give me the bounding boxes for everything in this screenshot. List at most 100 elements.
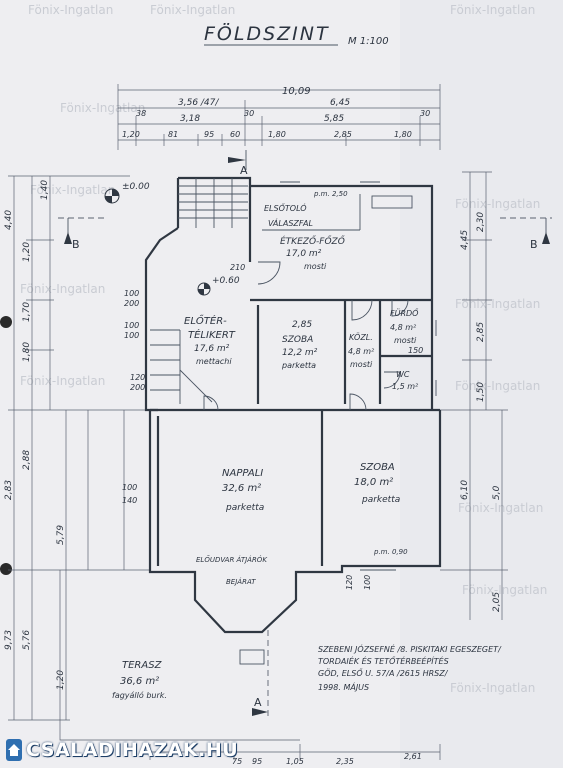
binder-hole-bottom (0, 563, 12, 575)
dim-top-row4-5: 1,80 (268, 130, 286, 139)
bottom-dimensions (149, 744, 441, 760)
room-nappali-area: 32,6 m² (222, 483, 261, 494)
room-szoba1-floor: parketta (281, 361, 316, 370)
room-szoba2-floor: parketta (361, 495, 400, 505)
room-szoba1-name: SZOBA (282, 335, 313, 345)
watermark-10: Fönix-Ingatlan (455, 379, 540, 393)
dim-top-row4-3: 95 (204, 130, 214, 139)
dim-top-small-3: 30 (420, 109, 430, 118)
top-dimensions (117, 84, 441, 150)
watermark-8: Fönix-Ingatlan (455, 297, 540, 311)
dim-bottom-5: 2,61 (404, 752, 422, 761)
dim-right-3: 2,85 (476, 322, 486, 342)
dim-inner-3: 100 (124, 321, 139, 330)
dim-inner-10: 150 (408, 346, 423, 355)
dim-top-row2-a: 3,56 /47/ (178, 98, 219, 108)
dim-left-6: 1,70 (22, 302, 32, 322)
plan-title: FÖLDSZINT (204, 22, 330, 45)
dim-left-9: 1,40 (40, 180, 50, 200)
room-szoba2-area: 18,0 m² (354, 477, 393, 488)
room-wc-name: WC (396, 370, 410, 379)
watermark-12: Fönix-Ingatlan (462, 583, 547, 597)
watermark-1: Fönix-Ingatlan (28, 3, 113, 17)
dim-inner-1: 100 (124, 289, 139, 298)
dim-top-row4-4: 60 (230, 130, 240, 139)
section-a-top-marker (228, 150, 247, 170)
building-walls (144, 176, 442, 634)
level-marker-top (104, 188, 120, 204)
dim-inner-11: 120 (345, 575, 354, 590)
dim-right-6: 5,0 (492, 485, 502, 500)
note-line-2: TORDAIÉK ÉS TETŐTÉRBEÉPÍTÉS (318, 655, 449, 666)
room-terasz-name: TERASZ (122, 660, 163, 671)
dim-left-3: 2,83 (4, 480, 14, 500)
watermark-11: Fönix-Ingatlan (458, 501, 543, 515)
dim-right-1: 4,45 (460, 230, 470, 250)
kitchen-counter (262, 194, 413, 231)
section-b-right-marker (500, 217, 552, 244)
section-a-bottom-marker (252, 630, 269, 718)
dim-inner-4: 100 (124, 331, 139, 340)
brand-logo: CSALADIHAZAK.HU (0, 735, 238, 765)
level-entrance-text: +0.60 (212, 276, 240, 286)
room-kozl-name: KÖZL. (349, 332, 373, 342)
label-elsotolo: ELSŐTOLÓ (264, 202, 307, 213)
section-b-left-marker (58, 217, 104, 244)
room-furdo-floor: mosti (394, 336, 417, 345)
left-dimensions (8, 175, 150, 721)
room-terasz-floor: fagyálló burk. (112, 690, 167, 700)
room-etkezo-area: 17,0 m² (286, 249, 322, 259)
dim-top-row3-b: 5,85 (324, 114, 344, 124)
label-pm-1: p.m. 2,50 (313, 190, 348, 198)
dim-top-row3-a: 3,18 (180, 114, 200, 124)
note-line-1: SZEBENI JÓZSEFNÉ /8. PISKITAKI EGESZEGET… (318, 643, 502, 654)
dim-top-small-2: 30 (244, 109, 254, 118)
dim-inner-5: 120 (130, 373, 145, 382)
watermark-6: Fönix-Ingatlan (455, 197, 540, 211)
dim-top-row4-2: 81 (168, 130, 178, 139)
room-szoba2-name: SZOBA (360, 462, 395, 473)
watermark-7: Fönix-Ingatlan (20, 282, 105, 296)
dim-top-row4-7: 1,80 (394, 130, 412, 139)
interior-stairs (150, 329, 213, 404)
dim-top-row4-1: 1,20 (122, 130, 140, 139)
dim-left-11: 1,20 (56, 670, 66, 690)
dim-right-7: 2,05 (492, 592, 502, 612)
room-kozl-floor: mosti (350, 360, 373, 369)
label-eloudvar: ELŐUDVAR ÁTJÁRÓK (196, 555, 268, 564)
dim-left-4: 2,88 (22, 450, 32, 470)
binder-hole-top (0, 316, 12, 328)
room-szoba1-width: 2,85 (292, 320, 312, 330)
dim-left-7: 1,20 (22, 242, 32, 262)
room-szoba1-area: 12,2 m² (282, 348, 318, 358)
watermark-4: Fönix-Ingatlan (60, 101, 145, 115)
door-swings (203, 261, 409, 411)
entrance-stairs (178, 178, 248, 228)
dim-left-10: 5,79 (56, 525, 66, 545)
dim-bottom-1: 75 (232, 757, 242, 766)
room-kozl-area: 4,8 m² (348, 347, 375, 356)
section-b-left-label: B (72, 238, 80, 251)
room-nappali-name: NAPPALI (222, 468, 263, 479)
dim-left-1: 9,73 (4, 630, 14, 650)
room-eloter-area: 17,6 m² (194, 344, 230, 354)
dim-bottom-2: 95 (252, 757, 262, 766)
room-terasz-area: 36,6 m² (120, 676, 159, 687)
dim-top-row4-6: 2,85 (334, 130, 352, 139)
watermark-3: Fönix-Ingatlan (450, 3, 535, 17)
brand-name: CSALADIHAZAK.HU (26, 739, 239, 761)
dim-bottom-3: 1,05 (286, 757, 304, 766)
paper-shadow (400, 0, 563, 768)
terrace-outline (59, 410, 300, 741)
dim-left-8: 4,40 (4, 210, 14, 230)
dim-right-2: 2,30 (476, 212, 486, 232)
label-bejarat: BEJÁRAT (226, 577, 256, 586)
room-eloter-name2: TÉLIKERT (188, 328, 236, 341)
dim-inner-9: 210 (230, 263, 245, 272)
label-pm-2: p.m. 0,90 (373, 548, 408, 556)
room-eloter-name: ELŐTÉR- (184, 313, 227, 327)
room-nappali-floor: parketta (225, 503, 264, 513)
dim-right-5: 6,10 (460, 480, 470, 500)
dim-left-5: 1,80 (22, 342, 32, 362)
